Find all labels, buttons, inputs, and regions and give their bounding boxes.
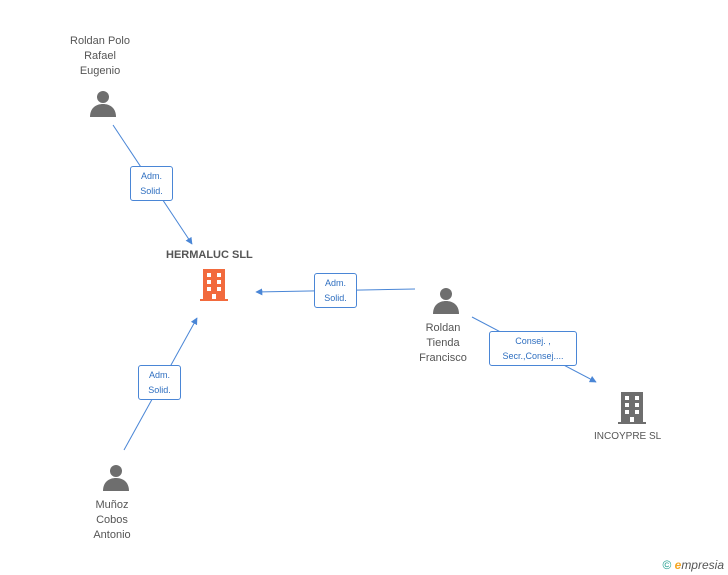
edge-label-line: Solid.: [324, 293, 347, 303]
edge-label-top-to-main[interactable]: Adm. Solid.: [130, 166, 173, 201]
edge-label-line: Secr.,Consej....: [502, 351, 564, 361]
edge-label-line: Adm.: [140, 171, 162, 181]
edge-label-line: Consej. ,: [515, 336, 551, 346]
edge-label-line: Solid.: [148, 385, 171, 395]
brand-logo-e: e: [674, 558, 682, 572]
company-name-hermaluc: HERMALUC SLL: [166, 249, 253, 261]
person-name-roldan-tienda: Roldan Tienda Francisco: [419, 322, 467, 364]
brand-name: mpresia: [681, 558, 724, 572]
person-icon[interactable]: [431, 285, 461, 315]
edge-label-bottom-to-main[interactable]: Adm. Solid.: [138, 365, 181, 400]
person-icon[interactable]: [101, 462, 131, 492]
edge-label-right-to-other[interactable]: Consej. , Secr.,Consej....: [489, 331, 577, 366]
copyright-icon: ©: [662, 558, 672, 572]
building-icon[interactable]: [616, 390, 648, 426]
person-name-munoz-cobos: Muñoz Cobos Antonio: [93, 499, 131, 541]
person-name-roldan-polo: Roldan Polo Rafael Eugenio: [70, 35, 130, 77]
edge-label-line: Solid.: [140, 186, 163, 196]
person-icon[interactable]: [88, 88, 118, 118]
edge-label-right-to-main[interactable]: Adm. Solid.: [314, 273, 357, 308]
building-icon[interactable]: [198, 267, 230, 303]
footer-brand[interactable]: © empresia: [662, 558, 724, 572]
edge-label-line: Adm.: [148, 370, 170, 380]
company-name-incoypre: INCOYPRE SL: [594, 431, 662, 442]
edge-label-line: Adm.: [324, 278, 346, 288]
